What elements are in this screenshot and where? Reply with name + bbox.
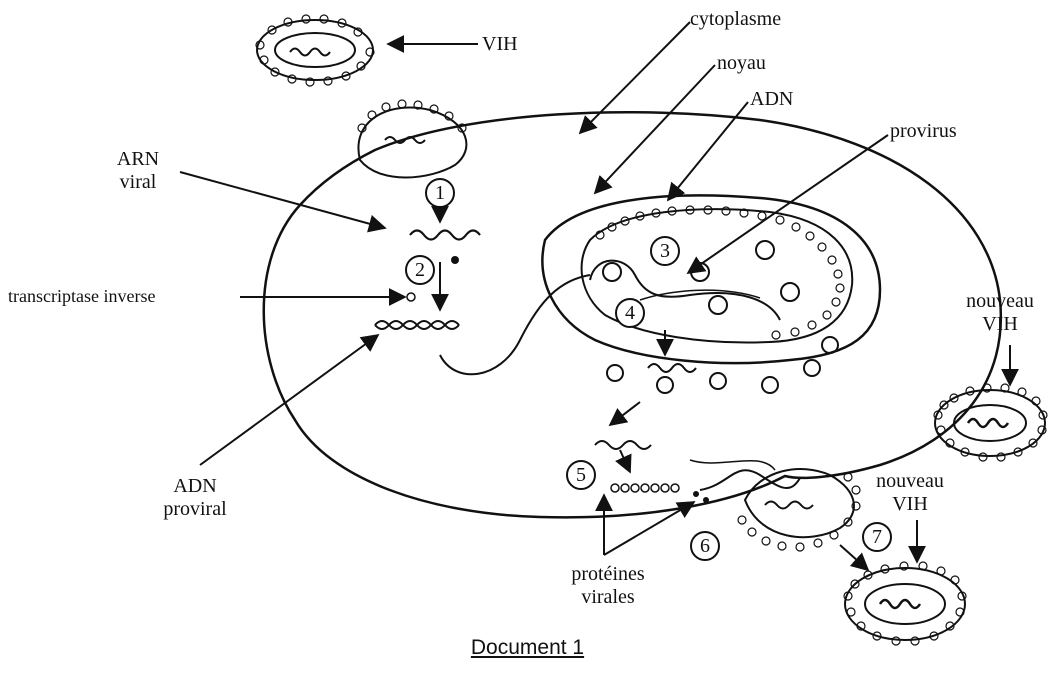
- label-arn-viral-line2: viral: [103, 171, 173, 194]
- label-proteines-line2: virales: [553, 586, 663, 609]
- label-nouveau-vih-bottom: nouveau VIH: [860, 470, 960, 516]
- viral-rna-strand: [410, 231, 480, 240]
- label-nouveau-vih-bottom-line2: VIH: [860, 493, 960, 516]
- document-caption: Document 1: [0, 636, 1055, 660]
- step-5-marker: 5: [566, 460, 596, 490]
- arrow-arn-viral: [180, 172, 385, 228]
- label-vih: VIH: [482, 33, 518, 56]
- arrow-cytoplasme: [580, 22, 690, 133]
- label-arn-viral: ARN viral: [103, 148, 173, 194]
- label-provirus: provirus: [890, 120, 957, 143]
- document-caption-text: Document 1: [471, 636, 584, 659]
- step-3-marker: 3: [650, 236, 680, 266]
- label-cytoplasme: cytoplasme: [690, 8, 781, 31]
- label-transcriptase: transcriptase inverse: [8, 286, 155, 307]
- step-2-marker: 2: [405, 255, 435, 285]
- label-nouveau-vih-right-line1: nouveau: [950, 290, 1050, 313]
- arrow-noyau: [595, 65, 715, 193]
- label-adn-proviral: ADN proviral: [150, 475, 240, 521]
- arrow-proteines-2: [604, 502, 694, 555]
- label-adn: ADN: [750, 88, 793, 111]
- mrna-cytoplasm: [595, 441, 651, 449]
- label-nouveau-vih-right: nouveau VIH: [950, 290, 1050, 336]
- dna-import-path: [440, 275, 590, 374]
- label-nouveau-vih-bottom-line1: nouveau: [860, 470, 960, 493]
- label-arn-viral-line1: ARN: [103, 148, 173, 171]
- arrow-adn-proviral: [200, 335, 378, 465]
- label-proteines-line1: protéines: [553, 563, 663, 586]
- step-6-marker: 6: [690, 531, 720, 561]
- step-4-marker: 4: [615, 298, 645, 328]
- arrow-provirus: [688, 135, 888, 273]
- step-1-marker: 1: [425, 178, 455, 208]
- label-proteines-virales: protéines virales: [553, 563, 663, 609]
- label-adn-proviral-line1: ADN: [150, 475, 240, 498]
- label-nouveau-vih-right-line2: VIH: [950, 313, 1050, 336]
- protein-chain: [611, 484, 679, 492]
- arrow-release: [840, 545, 868, 570]
- label-noyau: noyau: [717, 52, 766, 75]
- arrow-adn: [668, 102, 748, 200]
- step-7-marker: 7: [862, 522, 892, 552]
- label-adn-proviral-line2: proviral: [150, 498, 240, 521]
- mrna-nucleus: [648, 364, 696, 372]
